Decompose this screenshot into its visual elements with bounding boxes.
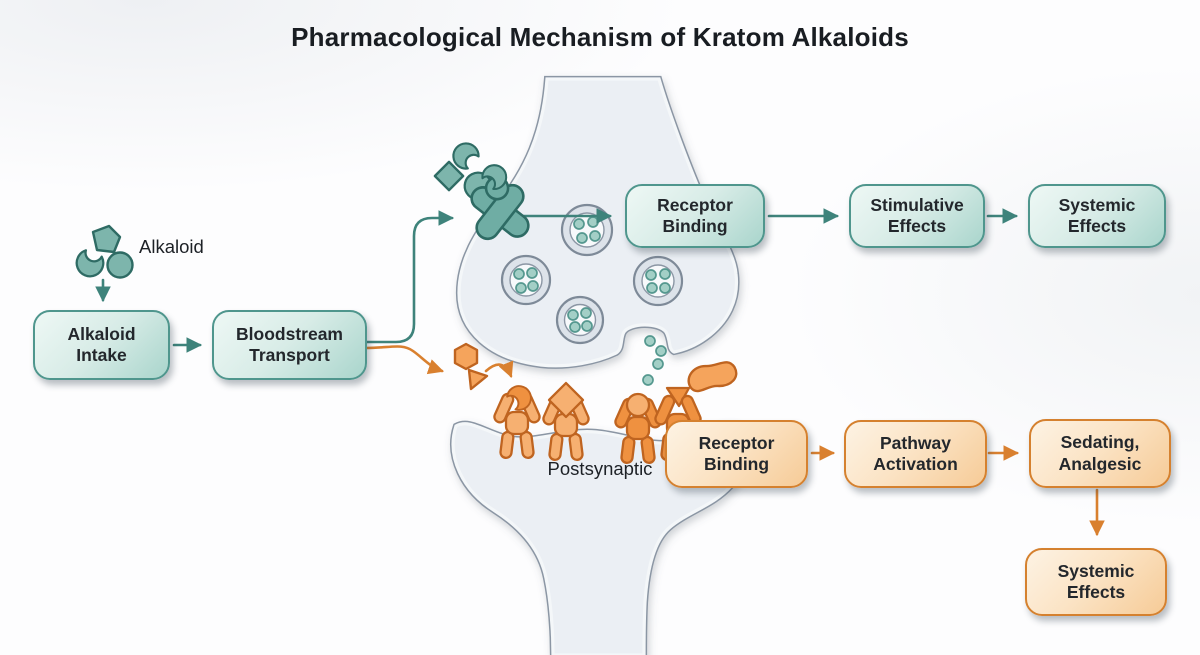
- vesicle: [500, 254, 552, 306]
- orange-receptor-icon: [493, 381, 541, 459]
- presynaptic-receptor-icon: [470, 162, 530, 241]
- arrow-transport-to-postsynaptic: [364, 345, 444, 375]
- node-presynaptic-systemic-effects: Systemic Effects: [1028, 184, 1166, 248]
- alkaloid-molecules-icon: [72, 224, 134, 281]
- neurotransmitter-dots: [642, 335, 667, 386]
- postsynaptic-ligands-icon: [453, 342, 738, 408]
- arrow-transport-to-presynaptic-receptor: [364, 210, 455, 344]
- postsynaptic-label: Postsynaptic: [547, 458, 653, 479]
- node-postsynaptic-systemic-effects: Systemic Effects: [1025, 548, 1167, 616]
- node-stimulative-effects: Stimulative Effects: [849, 184, 985, 248]
- page-title: Pharmacological Mechanism of Kratom Alka…: [291, 22, 909, 52]
- node-presynaptic-receptor-binding: Receptor Binding: [625, 184, 765, 248]
- arrow-ligand-to-receptors: [484, 360, 514, 378]
- node-alkaloid-intake: Alkaloid Intake: [33, 310, 170, 380]
- synaptic-vesicles: [500, 203, 684, 345]
- node-bloodstream-transport: Bloodstream Transport: [212, 310, 367, 380]
- node-sedating-analgesic: Sedating, Analgesic: [1029, 419, 1171, 488]
- alkaloid-label: Alkaloid: [139, 236, 204, 257]
- vesicle: [632, 255, 684, 307]
- presynaptic-ligands-icon: [433, 141, 497, 205]
- node-postsynaptic-receptor-binding: Receptor Binding: [665, 420, 808, 488]
- alkaloid-blob-icon: [687, 361, 738, 393]
- node-pathway-activation: Pathway Activation: [844, 420, 987, 488]
- vesicle: [555, 295, 605, 345]
- vesicle: [560, 203, 614, 257]
- orange-receptor-icon: [542, 381, 590, 461]
